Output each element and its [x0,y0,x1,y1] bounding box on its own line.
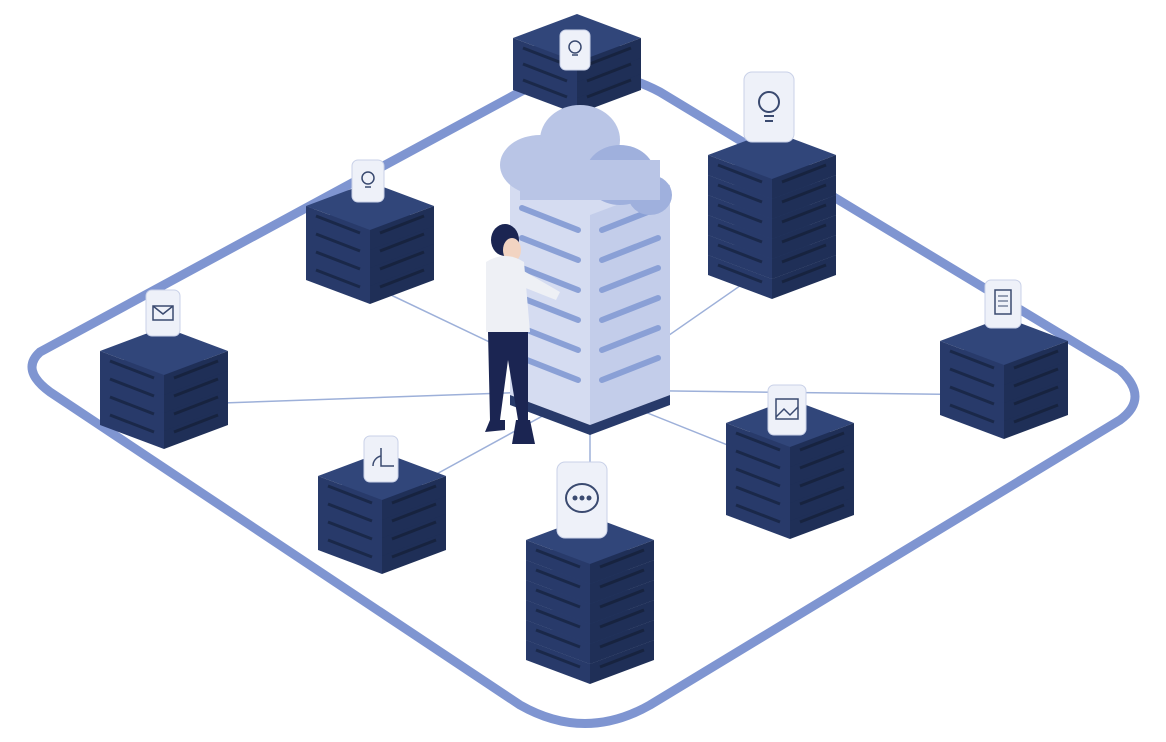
image-folder-icon [767,384,807,436]
lightbulb-icon [743,71,795,143]
chart-icon [363,435,399,483]
central-cloud-server [510,155,670,435]
chat-icon [556,461,608,539]
server-stack-left [98,325,230,451]
server-stack-back-right [706,129,838,301]
person-figure [485,224,560,444]
mail-icon [145,289,181,337]
server-stack-right [938,315,1070,441]
server-stack-front [524,514,656,686]
lightbulb-icon [351,159,385,203]
document-icon [984,279,1022,329]
lightbulb-icon [559,29,591,71]
cloud-icon [500,105,672,215]
